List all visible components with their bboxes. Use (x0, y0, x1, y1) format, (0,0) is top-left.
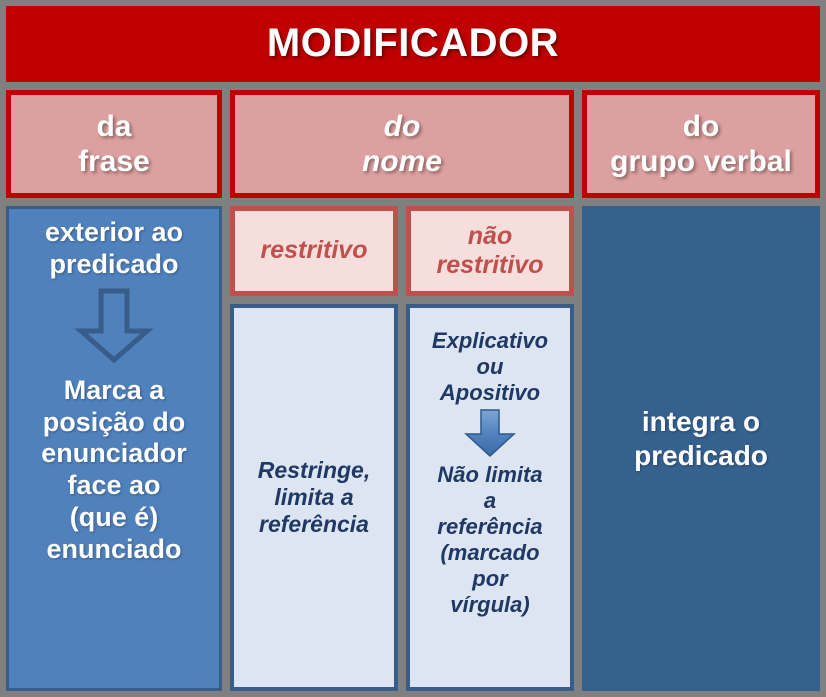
category-do-nome-line1: do (383, 109, 421, 143)
frase-lead-line1: exterior ao (44, 217, 184, 247)
frase-body-line1: Marca a (63, 374, 165, 405)
category-do-grupo-verbal-line1: do (682, 109, 720, 143)
explicativo-line2: ou (476, 353, 504, 379)
restringe-line1: Restringe, (257, 456, 371, 483)
category-do-grupo-verbal: do grupo verbal (582, 90, 820, 198)
category-do-nome-line2: nome (361, 145, 442, 178)
column-da-frase-detail: exterior ao predicado Marca a posição do… (6, 206, 222, 691)
restringe-line3: referência (259, 511, 369, 538)
explicativo-line3: Apositivo (439, 379, 541, 405)
category-do-nome: do nome (230, 90, 574, 198)
explicativo-line9: vírgula) (450, 591, 530, 617)
nao-restritivo-description: Explicativo ou Apositivo Não limita a re… (406, 304, 574, 691)
explicativo-line4: Não limita (437, 461, 543, 487)
frase-body-line2: posição do (42, 406, 186, 437)
predicado-line1: integra o (641, 406, 761, 438)
category-da-frase: da frase (6, 90, 222, 198)
explicativo-line7: (marcado (440, 539, 540, 565)
subtype-restritivo: restritivo (230, 206, 398, 296)
frase-body-line5: (que é) (69, 502, 159, 533)
category-da-frase-line2: frase (78, 145, 150, 178)
frase-lead-line2: predicado (49, 248, 179, 279)
subtype-nao-restritivo-line2: restritivo (436, 251, 544, 279)
column-grupo-verbal-detail: integra o predicado (582, 206, 820, 691)
frase-body-line4: face ao (67, 470, 161, 501)
down-arrow-solid-icon (464, 409, 516, 457)
explicativo-line8: por (472, 565, 508, 591)
frase-body-line6: enunciado (46, 534, 182, 565)
explicativo-line6: referência (437, 513, 543, 539)
predicado-line2: predicado (634, 439, 768, 471)
explicativo-line1: Explicativo (431, 328, 549, 353)
page-title: MODIFICADOR (6, 6, 820, 82)
frase-body-line3: enunciador (41, 438, 187, 469)
restringe-line2: limita a (274, 483, 354, 510)
restritivo-description: Restringe, limita a referência (230, 304, 398, 691)
category-da-frase-line1: da (96, 109, 132, 143)
explicativo-line5: a (483, 487, 497, 513)
category-do-grupo-verbal-line2: grupo verbal (610, 145, 792, 178)
down-arrow-outline-icon (74, 288, 154, 364)
subtype-nao-restritivo-line1: não (467, 221, 513, 250)
subtype-nao-restritivo: não restritivo (406, 206, 574, 296)
subtype-restritivo-line1: restritivo (260, 236, 368, 265)
